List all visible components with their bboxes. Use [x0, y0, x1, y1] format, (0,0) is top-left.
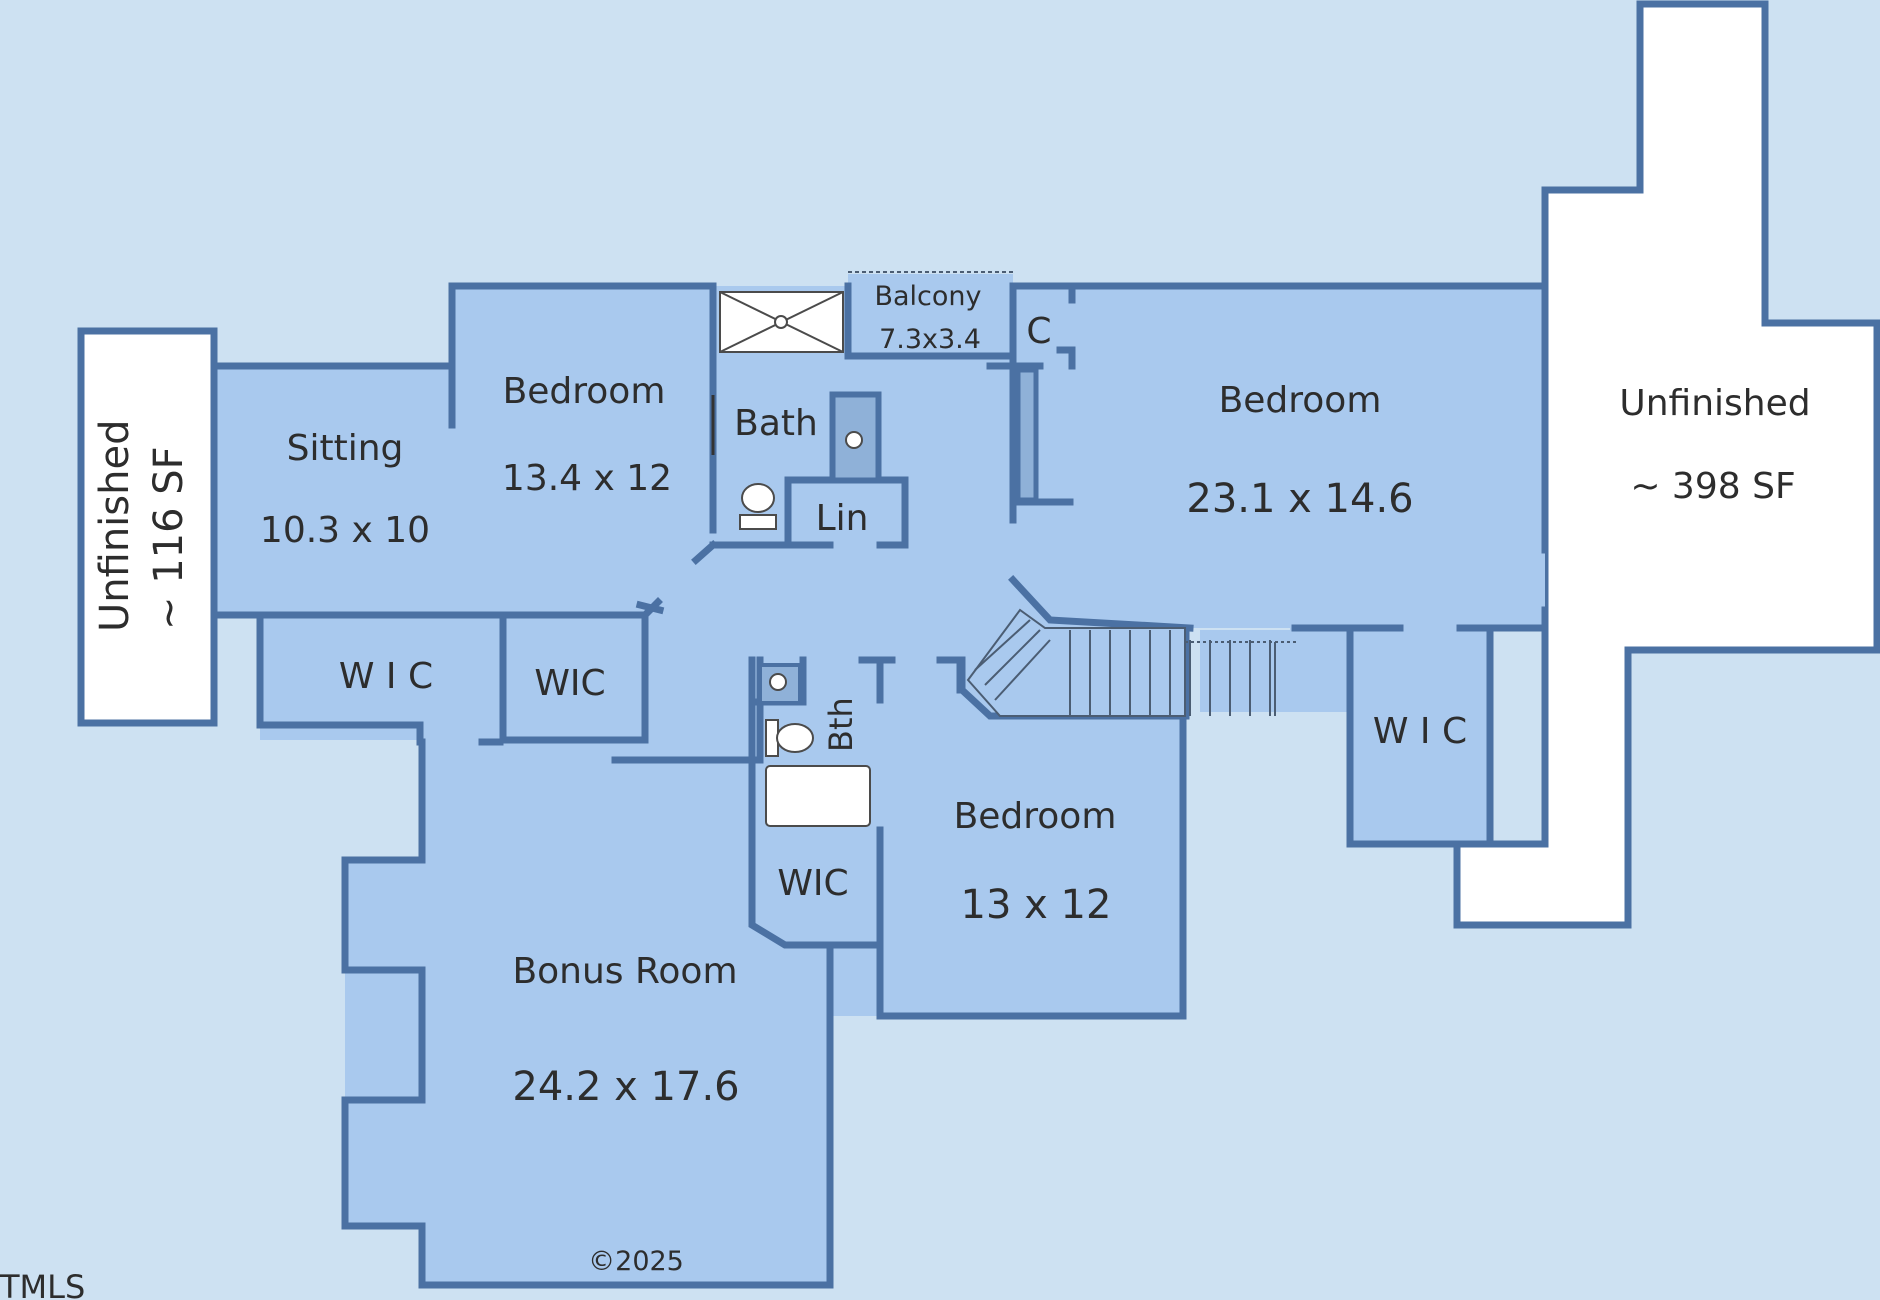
bath-upper-name: Bath — [734, 403, 818, 444]
bedroom-nw-name: Bedroom — [503, 371, 666, 412]
bedroom-s-name: Bedroom — [954, 796, 1117, 837]
wic-east-name: W I C — [1373, 711, 1467, 752]
bedroom-nw-size: 13.4 x 12 — [502, 458, 672, 499]
wic-south-name: WIC — [777, 863, 848, 904]
bathtub-icon — [765, 765, 871, 827]
balcony-name: Balcony — [874, 281, 981, 312]
unfinished-left-name: Unfinished — [92, 420, 138, 632]
unfinished-right-size: ~ 398 SF — [1630, 466, 1795, 507]
room-labels: Unfinished ~ 116 SF Sitting 10.3 x 10 Be… — [92, 281, 1811, 1277]
bedroom-s-size: 13 x 12 — [961, 882, 1112, 928]
toilet-lower-icon — [765, 719, 814, 757]
balcony-size: 7.3x3.4 — [879, 324, 981, 355]
unfinished-left-size: ~ 116 SF — [146, 446, 192, 630]
unfinished-right-name: Unfinished — [1619, 383, 1810, 424]
room-fills — [214, 274, 1545, 1285]
linen-name: Lin — [816, 498, 869, 539]
sitting-size: 10.3 x 10 — [260, 510, 430, 551]
watermark-label: TMLS — [0, 1268, 85, 1300]
sink-lower-icon — [758, 663, 802, 705]
bedroom-ne-name: Bedroom — [1219, 380, 1382, 421]
bath-lower-name: Bth — [822, 697, 860, 752]
copyright-label: ©2025 — [588, 1246, 684, 1277]
toilet-icon — [739, 483, 777, 530]
wic-center-name: WIC — [534, 663, 605, 704]
wic-west-name: W I C — [339, 656, 433, 697]
closet-name: C — [1026, 311, 1051, 352]
fixtures — [711, 392, 881, 827]
bonus-room-name: Bonus Room — [512, 951, 737, 992]
sitting-name: Sitting — [287, 428, 404, 469]
bonus-room-size: 24.2 x 17.6 — [512, 1064, 739, 1110]
bedroom-ne-size: 23.1 x 14.6 — [1186, 476, 1413, 522]
staircase — [966, 608, 1298, 717]
